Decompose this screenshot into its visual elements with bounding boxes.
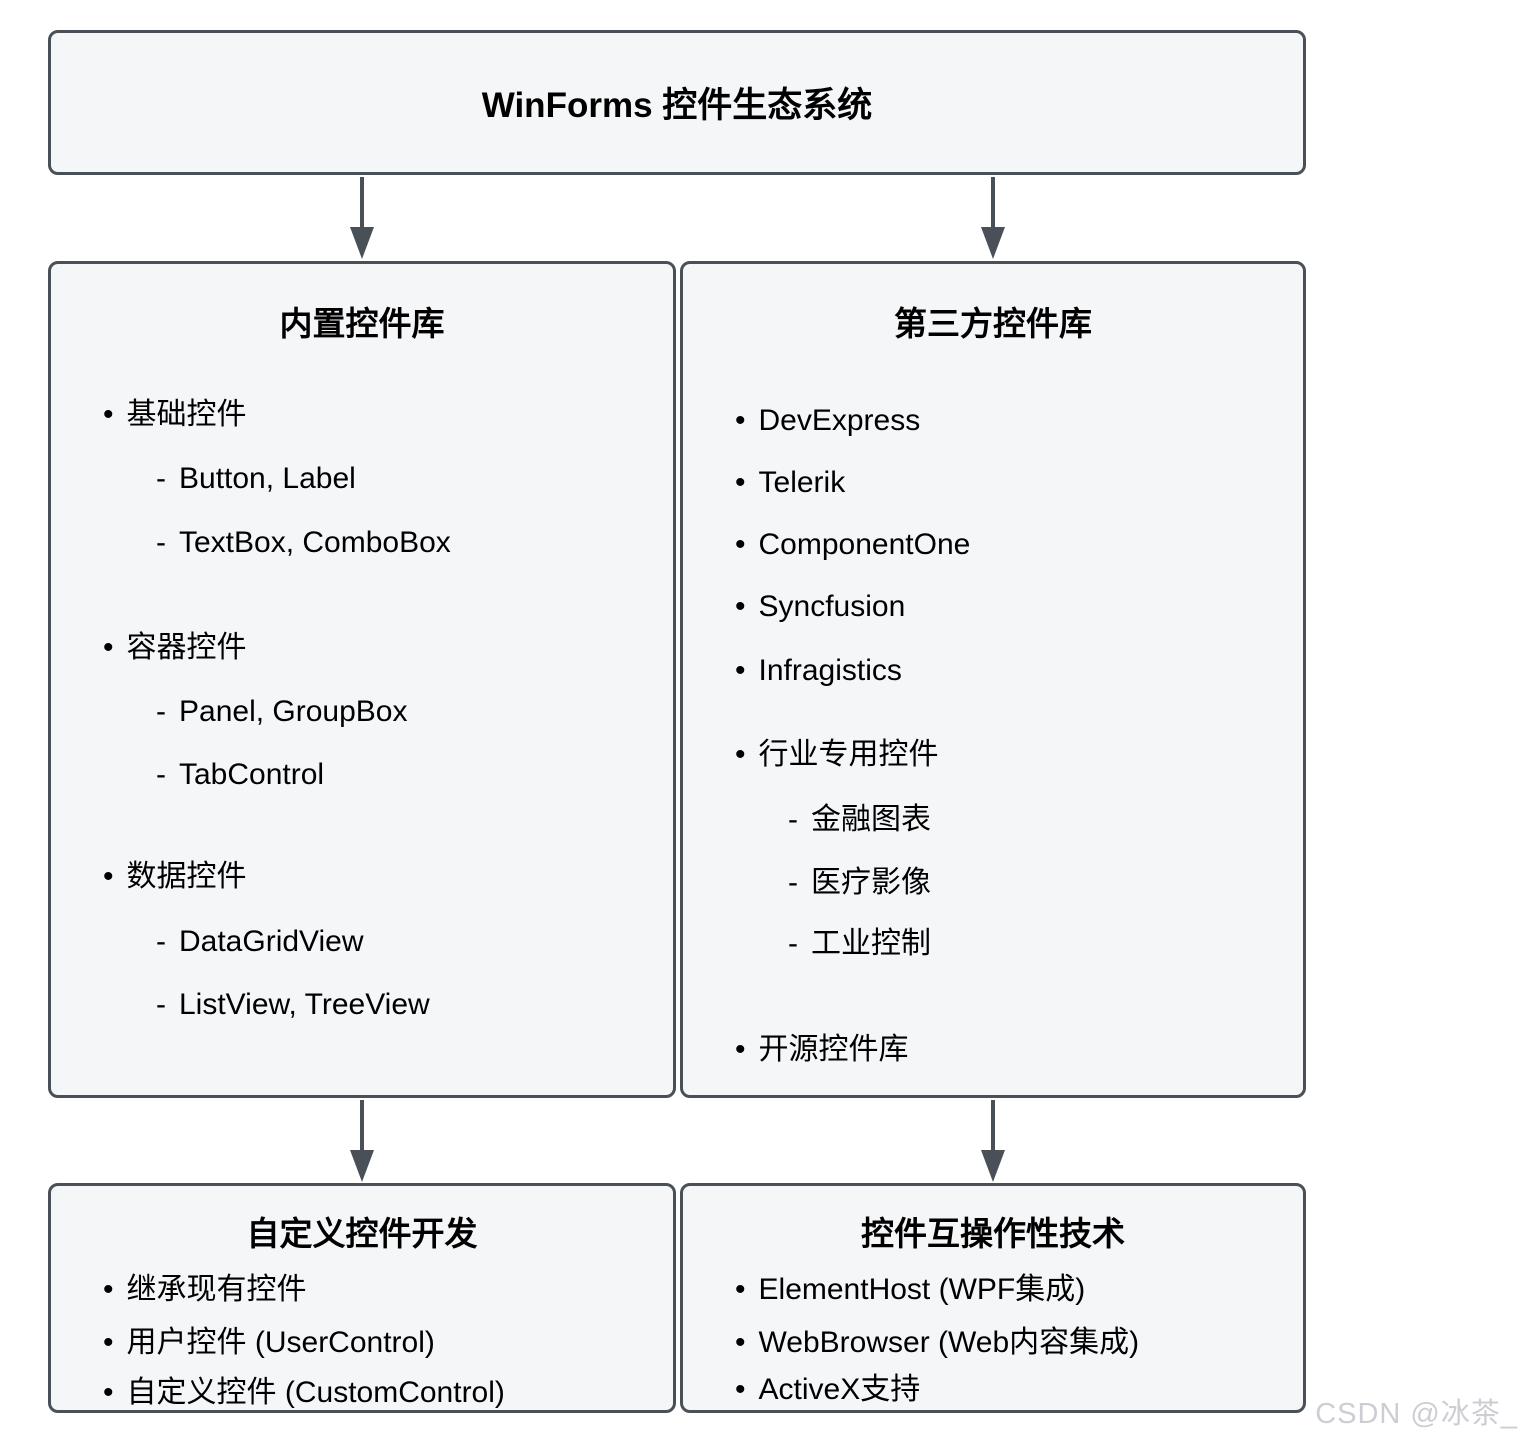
node-title: 控件互操作性技术 [861,1215,1125,1252]
node-title: 内置控件库 [279,305,445,342]
bullet-icon: • [735,1273,746,1306]
dash-icon: - [156,925,166,958]
list-item-label: WebBrowser (Web内容集成) [758,1326,1140,1359]
list-item: -Panel, GroupBox [156,692,407,732]
dash-icon: - [788,803,798,836]
list-item: -金融图表 [788,800,931,840]
list-item-label: Telerik [758,466,846,499]
list-item-label: ComponentOne [758,528,971,561]
bullet-icon: • [103,1326,114,1359]
list-item: • WebBrowser (Web内容集成) [735,1323,1139,1363]
list-item-label: 基础控件 [126,398,247,431]
list-item: -ListView, TreeView [156,985,430,1025]
bullet-icon: • [735,466,746,499]
list-item: -TabControl [156,755,324,795]
arrow-line [991,1100,995,1150]
list-item-label: 行业专用控件 [758,738,939,771]
list-item: • DevExpress [735,401,920,441]
dash-icon: - [156,758,166,791]
node-interop-tech: 控件互操作性技术 • ElementHost (WPF集成) • WebBrowse… [680,1183,1306,1413]
node-builtin-controls: 内置控件库 •基础控件 -Button, Label -TextBox, Com… [48,261,676,1098]
bullet-icon: • [735,738,746,771]
list-item-label: 自定义控件 (CustomControl) [126,1376,505,1409]
list-item-label: 开源控件库 [758,1033,909,1066]
list-item: • ActiveX支持 [735,1370,920,1410]
dash-icon: - [156,526,166,559]
node-title: 第三方控件库 [894,305,1092,342]
list-item-label: ElementHost (WPF集成) [758,1273,1086,1306]
list-item-label: 容器控件 [126,631,247,664]
bullet-icon: • [735,1033,746,1066]
node-title: 自定义控件开发 [246,1215,478,1252]
diagram-title: WinForms 控件生态系统 [481,86,873,125]
list-item-label: 金融图表 [811,803,931,836]
list-item: -DataGridView [156,922,364,962]
list-item: -TextBox, ComboBox [156,523,451,563]
arrow-line [991,177,995,227]
bullet-icon: • [735,1373,746,1406]
list-item: • Telerik [735,463,845,503]
list-item-label: TextBox, ComboBox [179,526,451,559]
list-item-label: 数据控件 [126,860,247,893]
arrow-line [360,1100,364,1150]
list-item-label: Syncfusion [758,590,906,623]
list-item-label: TabControl [179,758,325,791]
list-item: • 基础控件 [103,395,247,435]
bullet-icon: • [735,404,746,437]
arrow-down-icon [350,227,374,259]
list-item: • 容器控件 [103,628,247,668]
list-item: • 自定义控件 (CustomControl) [103,1373,505,1413]
list-item-label: Panel, GroupBox [179,695,408,728]
list-item: • Infragistics [735,651,902,691]
dash-icon: - [788,866,798,899]
list-item-label: Button, Label [179,462,356,495]
list-item: -医疗影像 [788,863,931,903]
bullet-icon: • [103,1376,114,1409]
node-custom-control-dev: 自定义控件开发 • 继承现有控件 • 用户控件 (UserControl) • 自定义… [48,1183,676,1413]
node-thirdparty-controls: 第三方控件库 • DevExpress • Telerik • ComponentOn… [680,261,1306,1098]
list-item-label: ActiveX支持 [758,1373,921,1406]
node-winforms-ecosystem: WinForms 控件生态系统 [48,30,1306,175]
bullet-icon: • [103,1273,114,1306]
arrow-down-icon [981,227,1005,259]
bullet-icon: • [735,654,746,687]
list-item-label: Infragistics [758,654,902,687]
list-item-label: 工业控制 [811,927,931,960]
list-item: • ElementHost (WPF集成) [735,1270,1085,1310]
bullet-icon: • [735,1326,746,1359]
bullet-icon: • [103,398,114,431]
bullet-icon: • [735,528,746,561]
list-item: • 继承现有控件 [103,1270,307,1310]
list-item: • 用户控件 (UserControl) [103,1323,435,1363]
arrow-line [360,177,364,227]
list-item: • 开源控件库 [735,1030,909,1070]
list-item-label: 用户控件 (UserControl) [126,1326,435,1359]
watermark: CSDN @冰茶_ [1315,1398,1518,1430]
list-item: • 数据控件 [103,857,247,897]
arrow-down-icon [350,1150,374,1182]
list-item-label: ListView, TreeView [179,988,430,1021]
list-item: -Button, Label [156,459,356,499]
bullet-icon: • [103,631,114,664]
list-item: -工业控制 [788,924,931,964]
list-item: • Syncfusion [735,587,905,627]
list-item-label: DevExpress [758,404,921,437]
dash-icon: - [156,988,166,1021]
dash-icon: - [156,695,166,728]
dash-icon: - [156,462,166,495]
bullet-icon: • [103,860,114,893]
list-item-label: 医疗影像 [811,866,931,899]
list-item-label: 继承现有控件 [126,1273,307,1306]
arrow-down-icon [981,1150,1005,1182]
dash-icon: - [788,927,798,960]
bullet-icon: • [735,590,746,623]
list-item: • 行业专用控件 [735,735,939,775]
list-item-label: DataGridView [179,925,364,958]
list-item: • ComponentOne [735,525,970,565]
